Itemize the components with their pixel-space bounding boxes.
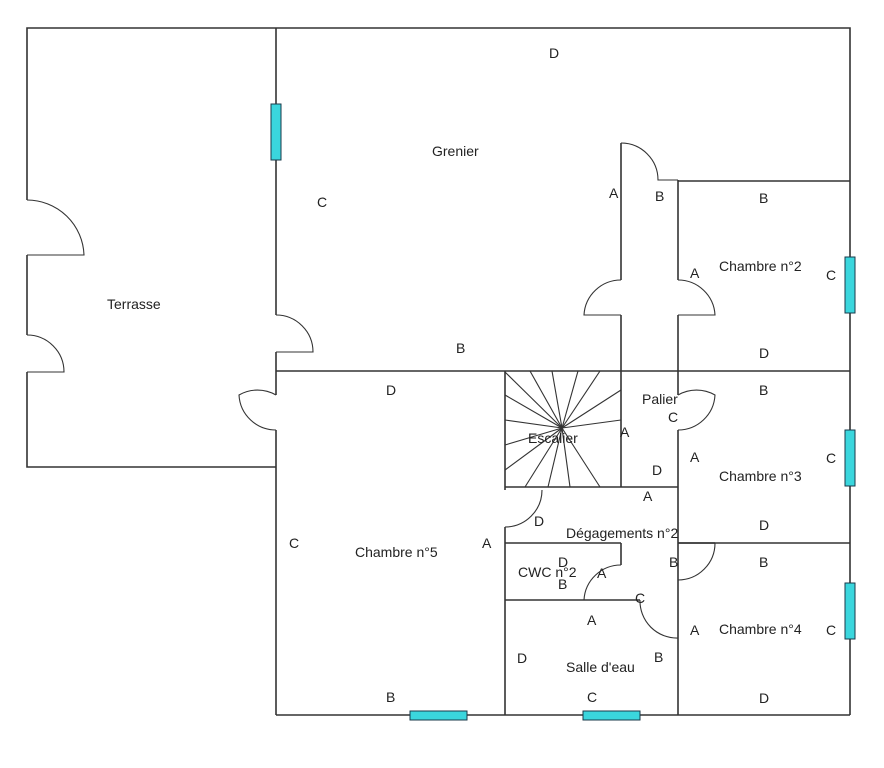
window-chambre4 <box>844 582 856 640</box>
window-grenier <box>270 103 282 161</box>
door-arc <box>583 564 622 601</box>
wall-mark: B <box>759 554 768 570</box>
wall-mark: C <box>826 450 836 466</box>
room-label-chambre4: Chambre n°4 <box>719 621 802 637</box>
door-arc <box>677 279 716 316</box>
wall-mark: A <box>482 535 492 551</box>
window-chambre5 <box>409 710 468 721</box>
wall-mark: A <box>597 565 607 581</box>
door-arc <box>238 389 277 431</box>
wall-mark: A <box>620 424 630 440</box>
wall-mark: B <box>558 576 567 592</box>
room-label-terrasse: Terrasse <box>107 296 161 312</box>
wall-mark: B <box>759 190 768 206</box>
window-chambre2 <box>844 256 856 314</box>
room-label-chambre2: Chambre n°2 <box>719 258 802 274</box>
window-chambre3 <box>844 429 856 487</box>
wall-mark: A <box>587 612 597 628</box>
room-label-grenier: Grenier <box>432 143 479 159</box>
wall-mark: A <box>690 449 700 465</box>
wall-mark: B <box>456 340 465 356</box>
room-label-palier: Palier <box>642 391 678 407</box>
window-salle-eau <box>582 710 641 721</box>
door-arc <box>639 599 679 639</box>
wall-mark: B <box>655 188 664 204</box>
room-label-wc: CWC n°2 <box>518 564 577 580</box>
wall-mark: D <box>534 513 544 529</box>
door-arc <box>677 542 716 581</box>
wall-mark: A <box>690 265 700 281</box>
grenier-area <box>238 27 851 715</box>
wall-mark: C <box>826 622 836 638</box>
door-arc <box>583 279 622 316</box>
room-label-salle-eau: Salle d'eau <box>566 659 635 675</box>
wall-mark: C <box>289 535 299 551</box>
wall-mark: A <box>643 488 653 504</box>
wall-mark: D <box>759 345 769 361</box>
wall-mark: C <box>635 590 645 606</box>
wall-mark: D <box>517 650 527 666</box>
wall-mark: D <box>652 462 662 478</box>
wall-mark: C <box>668 409 678 425</box>
wall-mark: D <box>759 690 769 706</box>
room-label-degagements: Dégagements n°2 <box>566 525 678 541</box>
door-arc <box>275 314 314 353</box>
terrasse-area <box>26 27 276 468</box>
wall-mark: B <box>669 554 678 570</box>
wall-mark: D <box>759 517 769 533</box>
wall-mark: C <box>317 194 327 210</box>
wall-mark: C <box>587 689 597 705</box>
door-arc <box>26 334 65 373</box>
room-label-escalier: Escalier <box>528 430 578 446</box>
wall-mark: B <box>654 649 663 665</box>
room-label-chambre5: Chambre n°5 <box>355 544 438 560</box>
escalier-stairs <box>504 370 678 488</box>
wall-mark: D <box>558 554 568 570</box>
wall-mark: A <box>690 622 700 638</box>
door-arc <box>26 199 85 256</box>
wall-mark: B <box>759 382 768 398</box>
wall-mark: B <box>386 689 395 705</box>
wall-mark: C <box>826 267 836 283</box>
wall-mark: D <box>549 45 559 61</box>
door-arc <box>620 142 678 181</box>
door-arc <box>677 389 716 431</box>
door-arc <box>504 489 543 528</box>
room-label-chambre3: Chambre n°3 <box>719 468 802 484</box>
wall-mark: A <box>609 185 619 201</box>
wall-mark: D <box>386 382 396 398</box>
